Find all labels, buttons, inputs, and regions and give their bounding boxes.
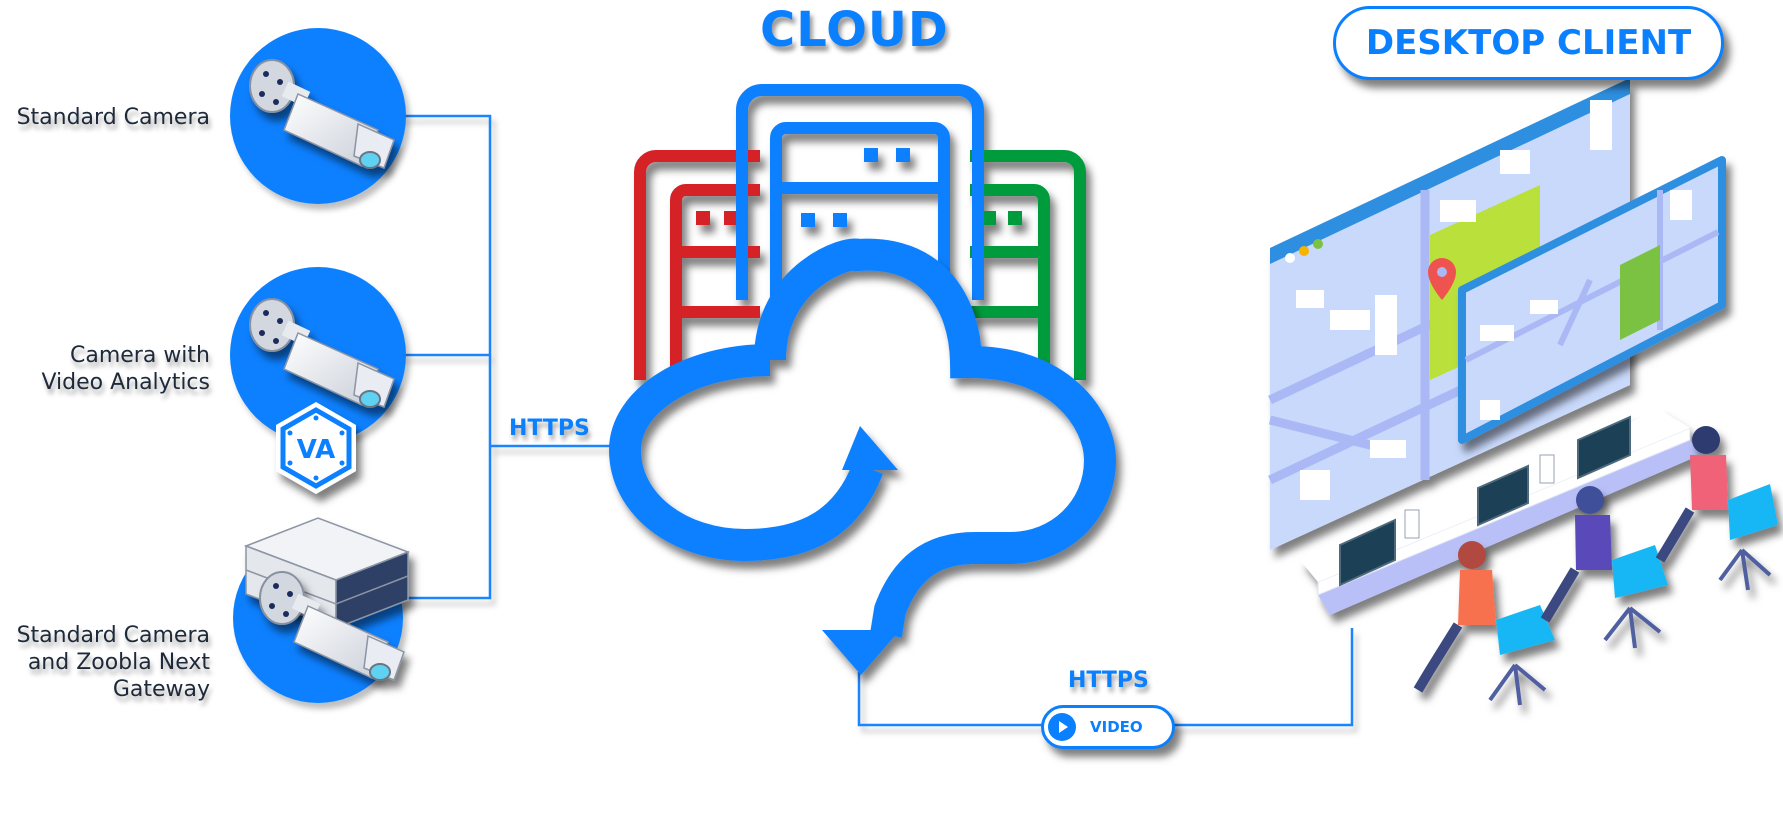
cloud-icon: [608, 238, 1117, 675]
cloud-download-arrowhead: [822, 630, 900, 675]
camera-icon: [259, 571, 405, 681]
operators: [1413, 426, 1778, 706]
server-red: [634, 150, 760, 380]
server-green: [970, 150, 1086, 380]
connector-video-to-client: [1170, 628, 1354, 727]
operator-2: [1540, 486, 1668, 649]
camera-connector-lines: [400, 114, 620, 600]
location-pin-icon: [1428, 258, 1456, 300]
play-icon: [1048, 713, 1076, 741]
video-stream-badge: VIDEO: [1041, 705, 1175, 749]
connector-cloud-to-video: [857, 672, 1045, 727]
client-connector-lines: [857, 628, 1354, 727]
desktop-client-title-badge: DESKTOP CLIENT: [1333, 6, 1724, 80]
operator-3: [1655, 426, 1778, 591]
va-badge-label: VA: [297, 435, 335, 465]
operator-1: [1413, 541, 1555, 706]
camera-gateway: [233, 517, 411, 703]
map-screen-small: [1458, 156, 1726, 444]
connector-trunk: [400, 114, 492, 600]
map-screen-large: [1268, 78, 1632, 550]
camera-standard: [230, 28, 406, 204]
camera-label-analytics: Camera with Video Analytics: [41, 343, 210, 395]
https-label-cameras: HTTPS: [509, 416, 590, 441]
cloud-servers: [634, 84, 1086, 380]
cloud-upload-arrowhead: [842, 426, 898, 470]
camera-analytics: VA: [230, 267, 406, 494]
camera-label-standard: Standard Camera: [16, 105, 210, 130]
desktop-client-title: DESKTOP CLIENT: [1365, 23, 1692, 63]
camera-icon: [249, 59, 395, 169]
video-label: VIDEO: [1090, 718, 1143, 736]
va-badge: VA: [276, 402, 356, 494]
cloud-title: CLOUD: [760, 2, 949, 58]
desktop-client-illustration: [1268, 78, 1778, 706]
https-label-client: HTTPS: [1068, 668, 1149, 693]
camera-label-gateway: Standard Camera and Zoobla Next Gateway: [16, 623, 210, 702]
operator-desk: [1300, 410, 1700, 615]
camera-icon: [249, 298, 395, 408]
server-blue: [736, 84, 984, 300]
